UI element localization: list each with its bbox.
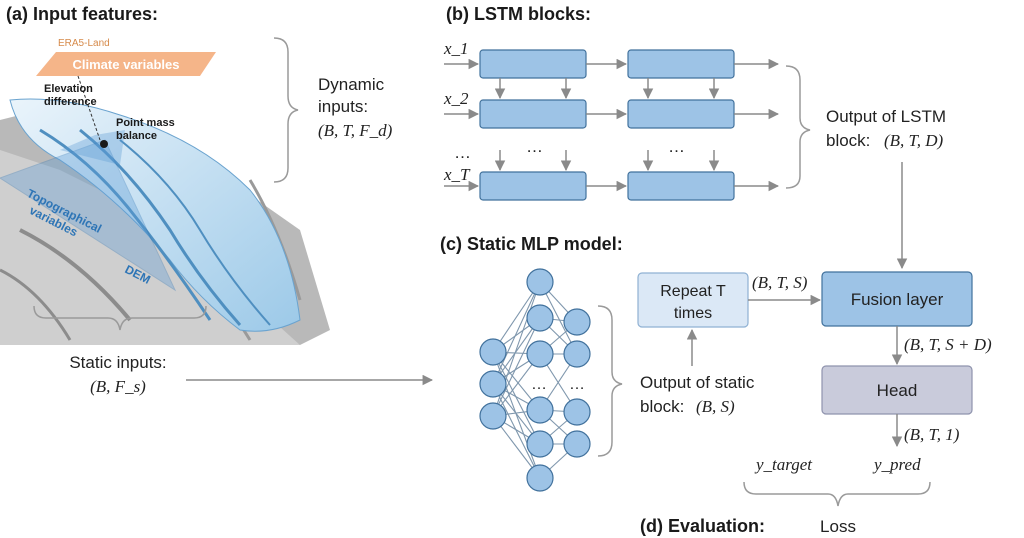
- point-mass-label-2: balance: [116, 130, 157, 142]
- fusion-layer-label: Fusion layer: [851, 290, 944, 309]
- mlp-network: … …: [479, 268, 591, 492]
- lstm-cell-2-1: [479, 99, 587, 129]
- head-output-shape: (B, T, 1): [904, 425, 960, 444]
- glacier-illustration: [0, 52, 330, 345]
- static-output-shape: (B, S): [696, 397, 735, 416]
- lstm-cell-1-1: [479, 49, 587, 79]
- static-output-label-2: block:: [640, 397, 684, 416]
- static-inputs-shape: (B, F_s): [90, 377, 146, 396]
- repeat-label-2: times: [674, 305, 712, 322]
- mlp-dots-1: …: [531, 376, 547, 393]
- climate-variables-label: Climate variables: [73, 57, 180, 72]
- evaluation-brace: [743, 481, 931, 507]
- era5-label: ERA5-Land: [58, 38, 110, 49]
- loss-label: Loss: [820, 517, 856, 536]
- static-inputs-label: Static inputs:: [69, 353, 166, 372]
- y-target-label: y_target: [754, 455, 813, 474]
- y-pred-label: y_pred: [872, 455, 921, 474]
- point-mass-label-1: Point mass: [116, 117, 175, 129]
- dynamic-inputs-shape: (B, T, F_d): [318, 121, 393, 140]
- panel-d-title: (d) Evaluation:: [640, 516, 765, 536]
- panel-a-title: (a) Input features:: [6, 4, 158, 24]
- repeat-output-shape: (B, T, S): [752, 273, 808, 292]
- static-output-brace: [597, 305, 623, 457]
- lstm-output-label-1: Output of LSTM: [826, 107, 946, 126]
- lstm-input-dots: …: [454, 143, 471, 162]
- lstm-cell-1-2: [627, 49, 735, 79]
- repeat-label-1: Repeat T: [660, 283, 726, 300]
- lstm-grid: x_1 x_2 … x_T … …: [443, 39, 780, 201]
- dynamic-inputs-label-2: inputs:: [318, 97, 368, 116]
- mlp-dots-2: …: [569, 376, 585, 393]
- dynamic-inputs-label-1: Dynamic: [318, 75, 385, 94]
- head-label: Head: [877, 381, 918, 400]
- lstm-output-label-2: block:: [826, 131, 870, 150]
- panel-c-title: (c) Static MLP model:: [440, 234, 623, 254]
- panel-b-title: (b) LSTM blocks:: [446, 4, 591, 24]
- dynamic-brace: [273, 37, 299, 183]
- lstm-input-x1: x_1: [443, 39, 469, 58]
- lstm-input-x2: x_2: [443, 89, 469, 108]
- lstm-dots-1: …: [526, 137, 543, 156]
- lstm-cell-2-2: [627, 99, 735, 129]
- lstm-cell-T-1: [479, 171, 587, 201]
- elevation-label-1: Elevation: [44, 83, 93, 95]
- fusion-output-shape: (B, T, S + D): [904, 335, 992, 354]
- static-brace: [33, 305, 207, 331]
- elevation-label-2: difference: [44, 96, 97, 108]
- lstm-cell-T-2: [627, 171, 735, 201]
- lstm-dots-2: …: [668, 137, 685, 156]
- lstm-output-shape: (B, T, D): [884, 131, 944, 150]
- lstm-output-brace: [785, 65, 811, 189]
- static-output-label-1: Output of static: [640, 373, 755, 392]
- lstm-input-xT: x_T: [443, 165, 471, 184]
